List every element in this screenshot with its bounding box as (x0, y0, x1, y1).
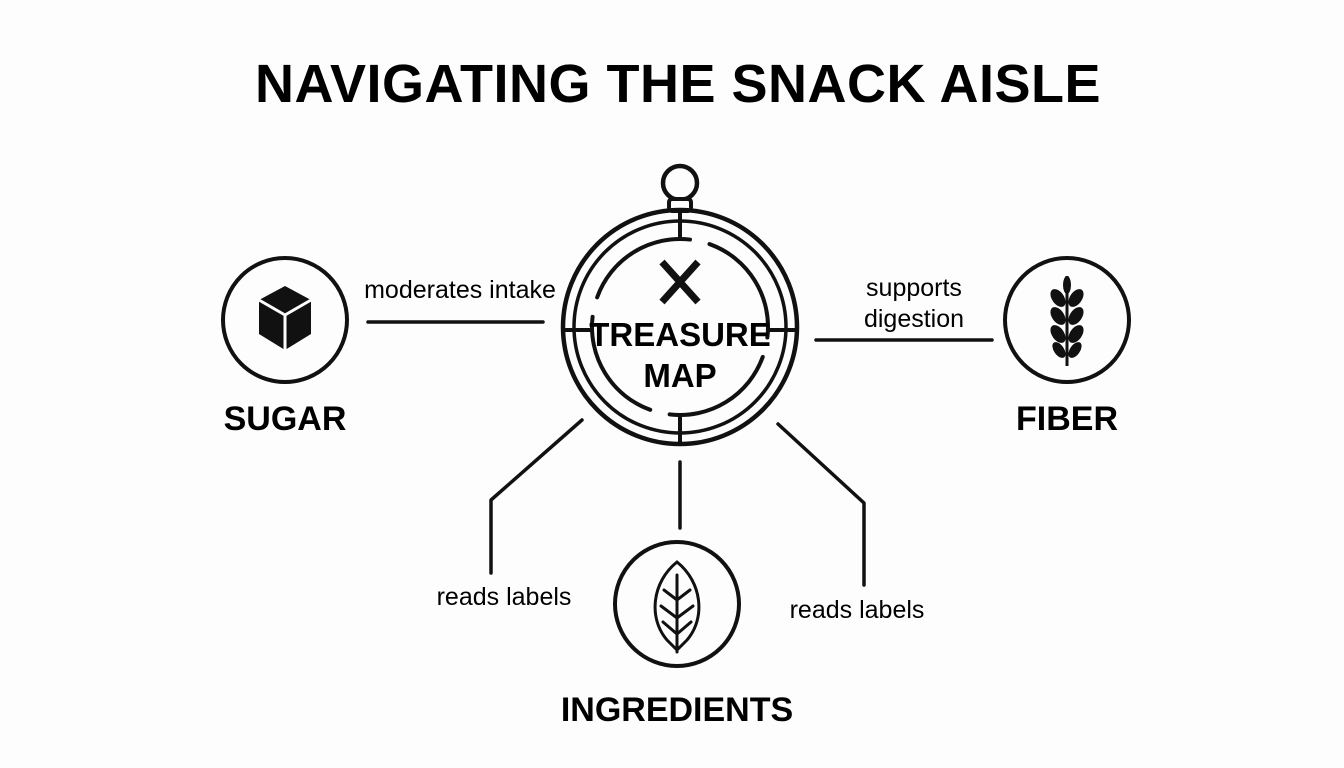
edge-label-fiber-line2: digestion (864, 305, 964, 333)
diagram-title: NAVIGATING THE SNACK AISLE (255, 54, 1101, 114)
wheat-icon (1050, 276, 1084, 366)
sugar-node-circle (221, 256, 349, 384)
edge-label-fiber-line1: supports (866, 274, 962, 302)
fiber-node-circle (1003, 256, 1131, 384)
sugar-label: SUGAR (224, 400, 347, 438)
leaf-icon (653, 560, 701, 654)
ingredients-node (613, 540, 741, 668)
fiber-node (1003, 256, 1131, 384)
center-label-line2: MAP (643, 357, 716, 394)
ingredients-node-circle (613, 540, 741, 668)
edge-ingredients-right-line (776, 422, 866, 587)
edge-label-ingredients-left: reads labels (437, 583, 572, 611)
treasure-map-compass (560, 163, 800, 447)
fiber-label: FIBER (1016, 400, 1118, 438)
sugar-cube-icon (258, 286, 312, 350)
compass-ring (660, 163, 700, 203)
edge-ingredients-left-line (489, 418, 584, 575)
ingredients-label: INGREDIENTS (561, 691, 793, 729)
edge-label-sugar: moderates intake (364, 276, 556, 304)
x-mark-icon (659, 259, 701, 305)
compass-dashed-ring (590, 237, 770, 417)
edge-label-ingredients-right: reads labels (790, 596, 925, 624)
sugar-node (221, 256, 349, 384)
center-label-line1: TREASURE (589, 316, 771, 353)
